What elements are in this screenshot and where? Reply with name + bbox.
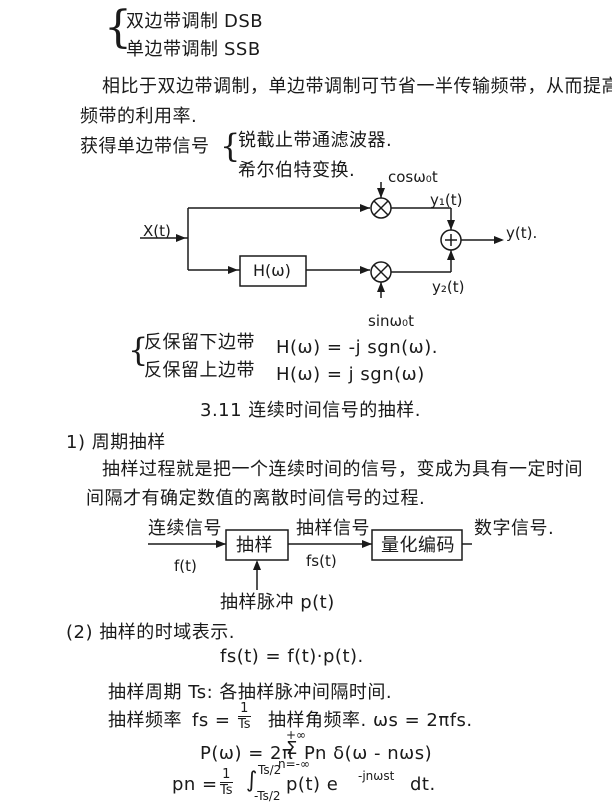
compare-line2: 频带的利用率. <box>80 106 198 127</box>
input-x-label: X(t) <box>143 222 171 240</box>
sampling-freq-label: 抽样频率 <box>108 710 182 731</box>
h-filter-box: H(ω) <box>253 261 291 280</box>
y2-label: y₂(t) <box>432 278 465 296</box>
brace-dsb-ssb: { <box>104 2 132 53</box>
compare-line1: 相比于双边带调制，单边带调制可节省一半传输频带，从而提高了 <box>102 76 612 97</box>
sampling-period-def: 抽样周期 Ts: 各抽样脉冲间隔时间. <box>108 682 393 703</box>
fs-def-lhs: fs = <box>192 710 231 731</box>
P-omega-rhs: Pn δ(ω - nωs) <box>304 743 433 764</box>
pn-fraction: 1 Ts <box>220 768 233 797</box>
pn-exponent: -jnωst <box>358 769 395 783</box>
sum-sigma-icon: Σ <box>286 738 298 759</box>
subsection-periodic-sampling: 1) 周期抽样 <box>66 432 166 453</box>
input-f-label: f(t) <box>174 557 197 575</box>
sampling-pulse-label: 抽样脉冲 p(t) <box>220 592 335 613</box>
fs-product-eq: fs(t) = f(t)·p(t). <box>220 646 364 667</box>
brace-hilbert: { <box>128 331 149 369</box>
sampler-box: 抽样 <box>236 535 273 556</box>
sampling-desc-line2: 间隔才有确定数值的离散时间信号的过程. <box>86 488 426 509</box>
sampled-fs-label: fs(t) <box>306 552 337 570</box>
cos-carrier-label: cosω₀t <box>388 168 438 186</box>
lower-sideband-eq: H(ω) = -j sgn(ω). <box>276 337 438 358</box>
int-upper-limit: Ts/2 <box>258 763 282 777</box>
angular-freq-def: 抽样角频率. ωs = 2πfs. <box>268 710 473 731</box>
y1-label: y₁(t) <box>430 191 463 209</box>
pn-denominator: Ts <box>220 783 233 798</box>
pn-dt: dt. <box>410 774 436 795</box>
sum-upper-limit: +∞ <box>286 728 307 742</box>
get-ssb-label: 获得单边带信号 <box>80 136 210 157</box>
P-omega-lhs: P(ω) = 2π <box>200 743 294 764</box>
int-lower-limit: -Ts/2 <box>254 789 281 803</box>
fs-denominator: Ts <box>238 717 251 732</box>
dsb-abbr: DSB <box>224 11 264 32</box>
continuous-signal-label: 连续信号 <box>148 518 222 539</box>
fs-fraction: 1 Ts <box>238 702 251 731</box>
integral-sign-icon: ∫ <box>246 768 258 793</box>
upper-sideband-label: 反保留上边带 <box>144 360 255 381</box>
sampled-signal-label: 抽样信号 <box>296 518 370 539</box>
method-hilbert: 希尔伯特变换. <box>238 160 356 181</box>
sum-lower-limit: n=-∞ <box>278 757 310 771</box>
pn-lhs: pn = <box>172 774 218 795</box>
brace-methods: { <box>220 127 241 165</box>
output-y-label: y(t). <box>506 224 538 242</box>
sin-carrier-label: sinω₀t <box>368 312 414 330</box>
time-domain-title: (2) 抽样的时域表示. <box>66 622 235 643</box>
sampling-desc-line1: 抽样过程就是把一个连续时间的信号，变成为具有一定时间 <box>102 459 583 480</box>
section-title: 3.11 连续时间信号的抽样. <box>200 400 422 421</box>
fs-numerator: 1 <box>238 702 251 717</box>
ssb-abbr: SSB <box>224 39 261 60</box>
upper-sideband-eq: H(ω) = j sgn(ω) <box>276 364 425 385</box>
pn-integrand: p(t) e <box>286 774 339 795</box>
quantize-encode-box: 量化编码 <box>381 535 455 556</box>
lower-sideband-label: 反保留下边带 <box>144 332 255 353</box>
method-filter: 锐截止带通滤波器. <box>238 130 393 151</box>
pn-numerator: 1 <box>220 768 233 783</box>
digital-signal-label: 数字信号. <box>474 518 555 539</box>
ssb-text: 单边带调制 <box>126 39 219 60</box>
dsb-text: 双边带调制 <box>126 11 219 32</box>
